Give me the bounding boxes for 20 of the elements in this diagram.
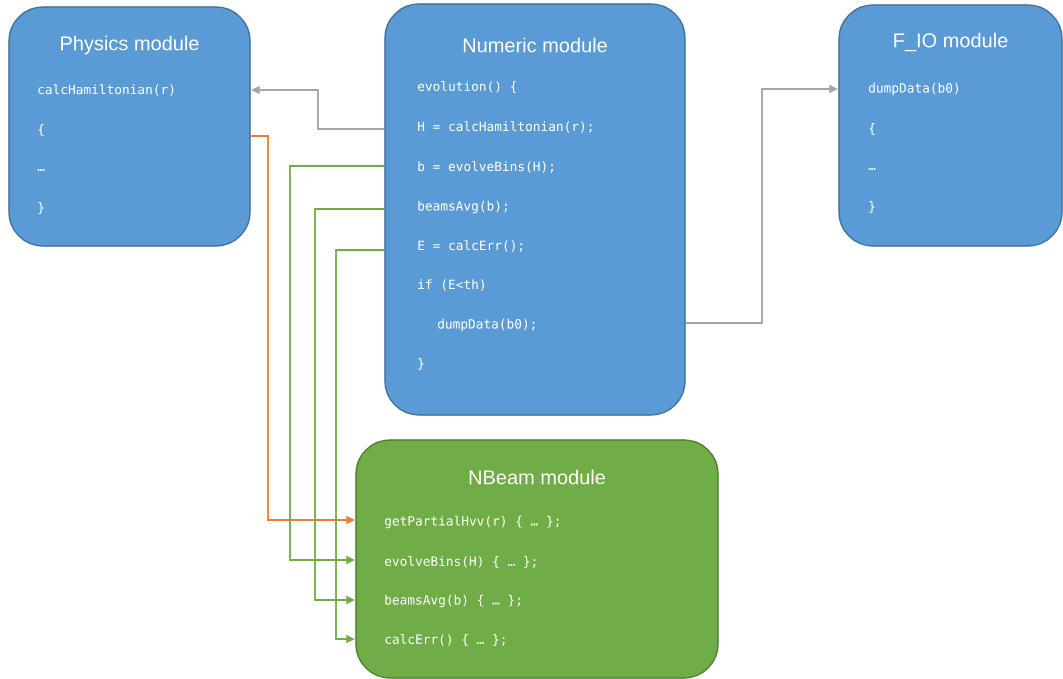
code-line: beamsAvg(b);	[418, 200, 507, 214]
code-line: beamsAvg(b) { … };	[385, 594, 520, 608]
code-line: calcHamiltonian(r)	[38, 84, 174, 96]
code-line: {	[38, 124, 44, 136]
code-line: dumpData(b0);	[437, 318, 535, 332]
code-line: evolveBins(H) { … };	[385, 556, 536, 568]
code-line: }	[418, 358, 424, 370]
code-line: …	[868, 168, 876, 170]
code-line: getPartialHvv(r) { … };	[385, 515, 559, 529]
code-line: {	[869, 123, 875, 135]
code-line: H = calcHamiltonian(r);	[418, 121, 592, 133]
code-line: evolution() {	[418, 81, 516, 93]
code-line: }	[869, 201, 875, 213]
code-line: calcErr() { … };	[385, 634, 505, 646]
code-line: if (E<th)	[418, 279, 484, 291]
code-line: }	[38, 202, 44, 214]
code-line: dumpData(b0)	[868, 82, 958, 96]
code-line: b = evolveBins(H);	[418, 161, 553, 173]
code-line: E = calcErr();	[418, 240, 523, 252]
code-line: …	[37, 169, 45, 171]
